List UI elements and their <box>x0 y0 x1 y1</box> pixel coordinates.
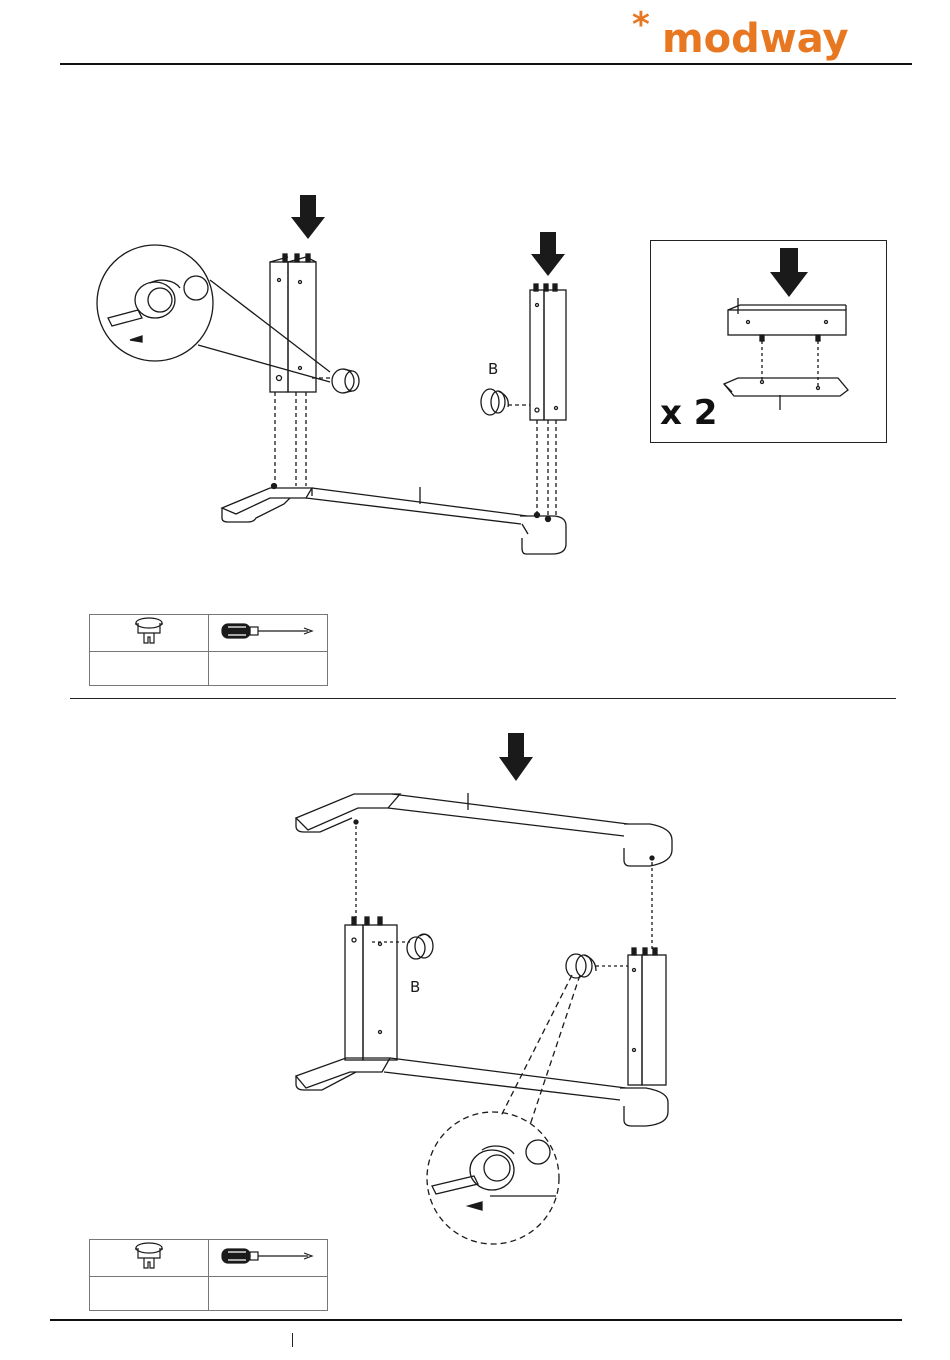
quantity-multiplier: x 2 <box>660 393 717 433</box>
screwdriver-icon <box>218 1244 318 1268</box>
cam-lock-icon <box>566 954 596 978</box>
hardware-label-b: B <box>410 978 420 996</box>
cam-lock-icon <box>407 934 433 959</box>
hardware-cell <box>90 1240 209 1277</box>
cam-lock-icon <box>481 389 508 415</box>
hardware-cell <box>90 615 209 652</box>
footer-rule <box>50 1319 902 1321</box>
tool-qty <box>209 652 328 686</box>
tool-qty <box>209 1277 328 1311</box>
detail-magnifier <box>427 975 580 1244</box>
down-arrow-icon <box>291 195 325 239</box>
parts-table <box>89 614 328 686</box>
bottom-frame <box>296 1058 668 1126</box>
hardware-label-b: B <box>488 360 498 378</box>
hardware-qty <box>90 1277 209 1311</box>
hardware-qty <box>90 652 209 686</box>
down-arrow-icon <box>531 232 565 276</box>
screwdriver-cam-detail <box>432 1140 556 1210</box>
parts-table <box>89 1239 328 1311</box>
right-leg-assembled <box>628 948 666 1085</box>
cam-lock-icon <box>132 1240 166 1272</box>
detail-magnifier <box>97 245 330 382</box>
cam-lock-icon <box>132 615 166 647</box>
base-frame <box>222 484 566 555</box>
right-leg-post <box>530 284 566 420</box>
footer-separator <box>292 1333 293 1347</box>
step-divider <box>70 698 896 699</box>
cam-lock-icon <box>332 369 359 393</box>
top-frame <box>296 793 672 866</box>
down-arrow-icon <box>499 733 533 781</box>
tool-cell <box>209 1240 328 1277</box>
tool-cell <box>209 615 328 652</box>
screwdriver-icon <box>218 619 318 643</box>
left-leg-assembled <box>345 917 397 1060</box>
